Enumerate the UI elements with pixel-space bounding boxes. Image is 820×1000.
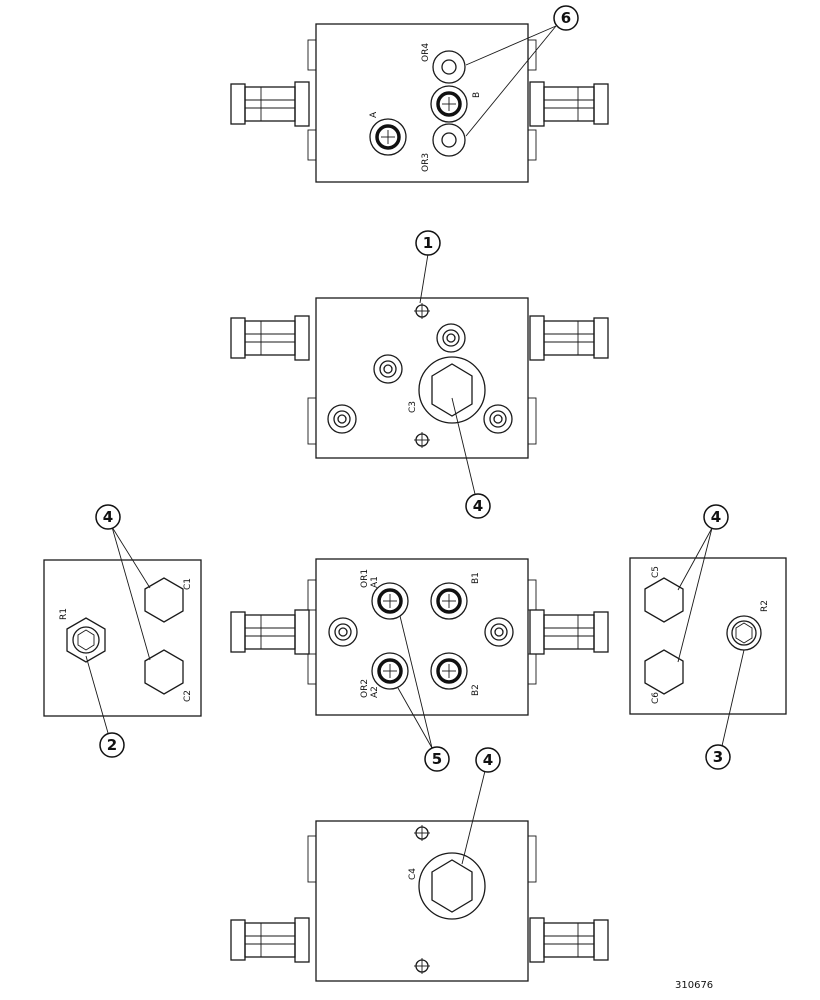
label-c5: C5 — [651, 566, 661, 578]
valve-block — [315, 558, 529, 716]
port-c1 — [144, 577, 184, 623]
marker — [413, 302, 431, 320]
callout-4: 4 — [475, 747, 501, 773]
svg-text:3: 3 — [713, 748, 723, 766]
port-r2 — [726, 615, 762, 651]
port-a — [368, 117, 408, 157]
bottom-valve-view: C4 4 — [230, 747, 609, 982]
right-cover-view: C5 R2 C6 4 3 — [629, 504, 787, 770]
marker — [413, 824, 431, 842]
port-c3 — [418, 356, 486, 424]
cartridge-left — [230, 315, 310, 361]
plug — [327, 404, 357, 434]
cartridge-right — [529, 609, 609, 655]
figure-number: 310676 — [675, 980, 713, 991]
callout-4: 4 — [95, 504, 121, 530]
port-or3 — [432, 123, 466, 157]
port-b2 — [429, 651, 469, 691]
svg-text:4: 4 — [483, 751, 493, 769]
port-b1 — [429, 581, 469, 621]
left-cover-view: R1 C1 C2 4 2 — [43, 504, 202, 758]
port-c5 — [644, 577, 684, 623]
port-c4 — [418, 852, 486, 920]
port-r1 — [66, 617, 106, 663]
port-a2 — [370, 651, 410, 691]
label-or3: OR3 — [421, 153, 431, 172]
svg-text:4: 4 — [711, 508, 721, 526]
label-c4: C4 — [408, 868, 418, 880]
cover-plate — [629, 557, 787, 715]
callout-4: 4 — [465, 493, 491, 519]
cartridge-right — [529, 315, 609, 361]
label-or2: OR2 — [360, 679, 370, 698]
marker — [413, 957, 431, 975]
cartridge-left — [230, 81, 310, 127]
svg-text:2: 2 — [107, 736, 117, 754]
cartridge-left — [230, 609, 310, 655]
port-b — [429, 84, 469, 124]
cartridge-right — [529, 917, 609, 963]
label-b1: B1 — [471, 572, 481, 584]
cartridge-right — [529, 81, 609, 127]
top-valve-view: OR4 B A OR3 6 — [230, 5, 609, 183]
cartridge-left — [230, 917, 310, 963]
label-r2: R2 — [760, 600, 770, 612]
svg-text:4: 4 — [103, 508, 113, 526]
middle-valve-view: OR1 A1 B1 OR2 A2 B2 5 — [230, 558, 609, 772]
svg-text:4: 4 — [473, 497, 483, 515]
valve-block — [315, 820, 529, 982]
plug — [373, 354, 403, 384]
svg-text:6: 6 — [561, 9, 571, 27]
plug — [484, 617, 514, 647]
svg-text:5: 5 — [432, 750, 442, 768]
marker — [413, 431, 431, 449]
cover-plate — [43, 559, 202, 717]
label-b2: B2 — [471, 684, 481, 696]
label-a1: A1 — [370, 576, 380, 588]
callout-3: 3 — [705, 744, 731, 770]
callout-6: 6 — [553, 5, 579, 31]
label-r1: R1 — [59, 608, 69, 620]
port-c6 — [644, 649, 684, 695]
callout-5: 5 — [424, 746, 450, 772]
plug — [328, 617, 358, 647]
valve-block — [315, 23, 529, 183]
plug — [483, 404, 513, 434]
valve-block — [315, 297, 529, 459]
callout-4: 4 — [703, 504, 729, 530]
label-b: B — [472, 92, 482, 98]
port-or4 — [432, 50, 466, 84]
label-a: A — [369, 111, 379, 118]
label-or4: OR4 — [421, 43, 431, 62]
plug — [436, 323, 466, 353]
callout-2: 2 — [99, 732, 125, 758]
upper-valve-view: C3 1 4 — [230, 230, 609, 519]
label-a2: A2 — [370, 686, 380, 698]
label-c6: C6 — [651, 692, 661, 704]
label-c2: C2 — [183, 690, 193, 702]
label-c3: C3 — [408, 401, 418, 413]
label-c1: C1 — [183, 578, 193, 590]
label-or1: OR1 — [360, 569, 370, 588]
callout-1: 1 — [415, 230, 441, 256]
svg-text:1: 1 — [423, 234, 433, 252]
port-c2 — [144, 649, 184, 695]
